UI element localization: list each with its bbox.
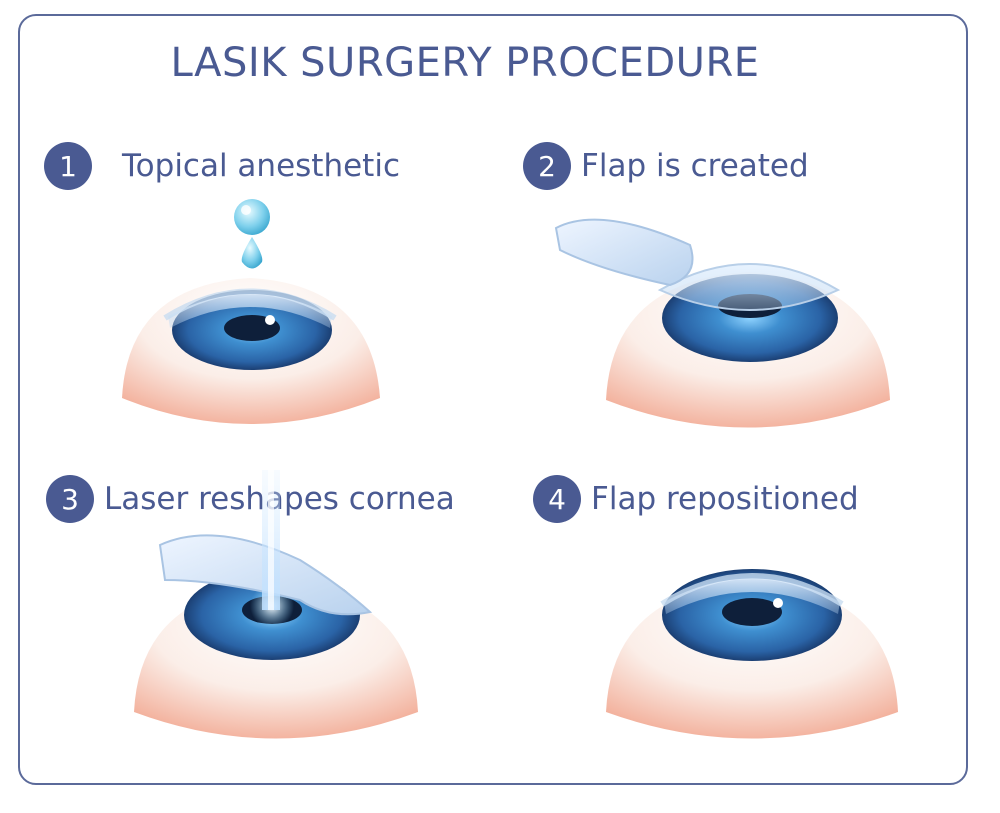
- step-1-badge: 1: [44, 142, 92, 190]
- step-4-label: Flap repositioned: [591, 481, 859, 517]
- step-2-badge: 2: [523, 142, 571, 190]
- step-3-badge: 3: [46, 475, 94, 523]
- step-1: 1 Topical anesthetic: [44, 142, 400, 190]
- step-4: 4 Flap repositioned: [533, 475, 859, 523]
- anesthetic-drops-icon: [234, 199, 270, 269]
- eye-3-icon: [134, 470, 418, 739]
- step-1-label: Topical anesthetic: [122, 148, 400, 184]
- step-4-badge: 4: [533, 475, 581, 523]
- step-2: 2 Flap is created: [523, 142, 809, 190]
- eye-1-icon: [122, 278, 380, 424]
- step-2-label: Flap is created: [581, 148, 809, 184]
- eye-4-icon: [606, 569, 898, 739]
- diagram-title: LASIK SURGERY PROCEDURE: [170, 40, 760, 86]
- eye-2-icon: [554, 218, 890, 428]
